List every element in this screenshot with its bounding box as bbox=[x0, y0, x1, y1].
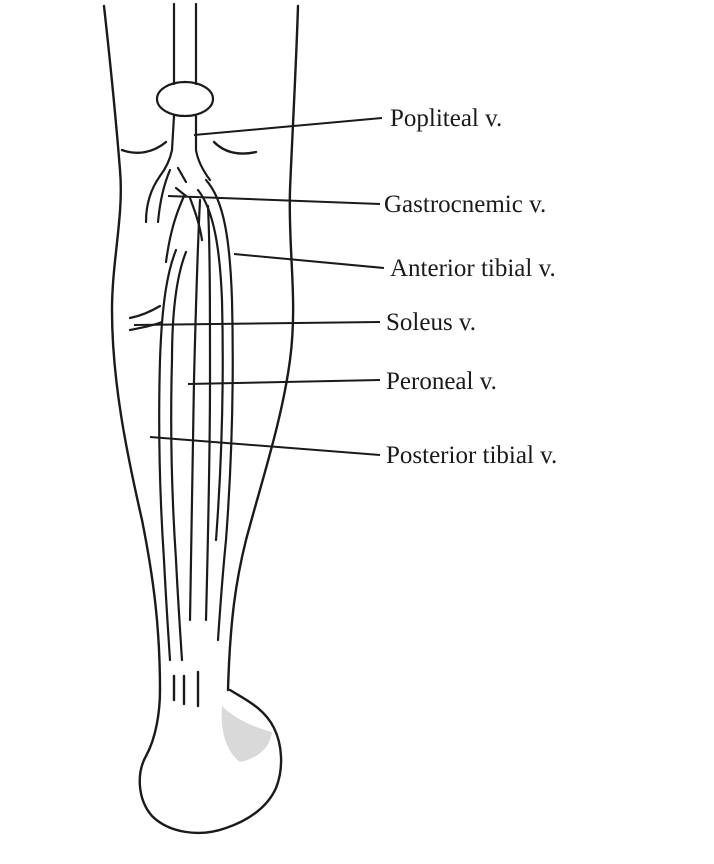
label-soleus: Soleus v. bbox=[386, 309, 476, 336]
label-posterior-tibial: Posterior tibial v. bbox=[386, 442, 557, 469]
soleus-vein bbox=[128, 304, 164, 332]
label-popliteal: Popliteal v. bbox=[390, 105, 502, 132]
leader-lines bbox=[133, 117, 385, 456]
labels: Popliteal v. Gastrocnemic v. Anterior ti… bbox=[384, 105, 557, 469]
heel bbox=[138, 670, 283, 835]
label-peroneal: Peroneal v. bbox=[386, 368, 497, 395]
leg-outline bbox=[102, 4, 300, 692]
leader-posterior-tibial bbox=[149, 436, 381, 456]
label-gastrocnemic: Gastrocnemic v. bbox=[384, 191, 546, 218]
deep-veins bbox=[158, 178, 234, 662]
leader-gastrocnemic bbox=[167, 195, 381, 205]
leader-popliteal bbox=[193, 117, 383, 136]
gastrocnemic-veins bbox=[144, 166, 188, 224]
popliteal-vein bbox=[155, 2, 215, 182]
label-anterior-tibial: Anterior tibial v. bbox=[390, 255, 556, 282]
leader-anterior-tibial bbox=[233, 253, 385, 269]
leader-peroneal bbox=[187, 379, 381, 385]
leader-soleus bbox=[133, 321, 381, 326]
